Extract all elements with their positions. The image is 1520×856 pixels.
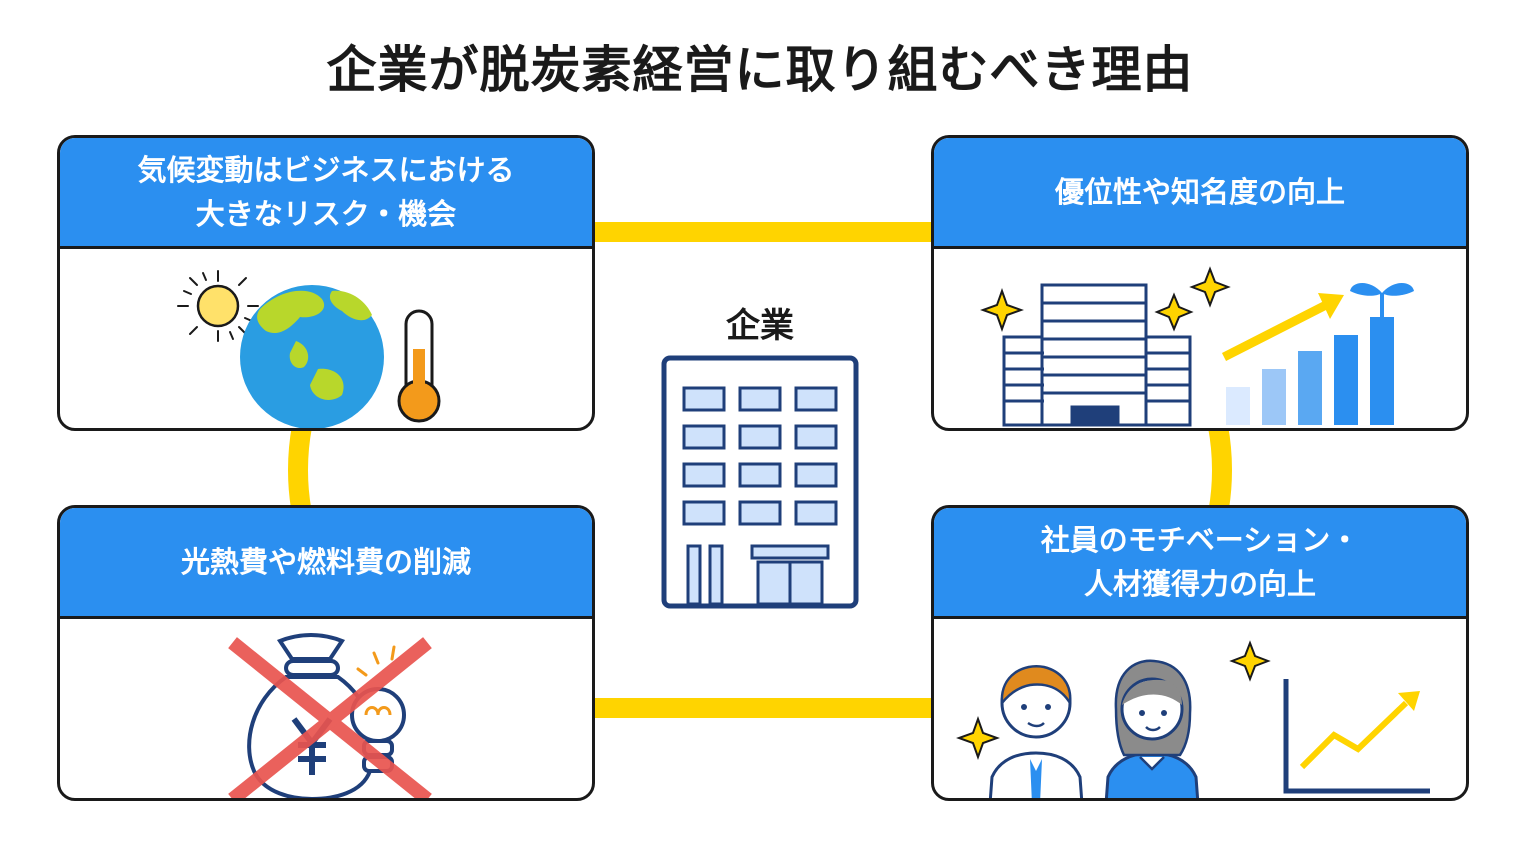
card-title-line2: 人材獲得力の向上 bbox=[1083, 567, 1316, 601]
card-title-line1: 優位性や知名度の向上 bbox=[1054, 175, 1345, 209]
sparkle-icon bbox=[956, 640, 1271, 760]
card-illustration bbox=[60, 249, 592, 428]
card-header: 優位性や知名度の向上 bbox=[934, 138, 1466, 249]
sparkle-icon bbox=[980, 266, 1231, 332]
card-illustration bbox=[934, 249, 1466, 428]
card-illustration bbox=[60, 619, 592, 798]
card-header: 気候変動はビジネスにおける 大きなリスク・機会 bbox=[60, 138, 592, 249]
bar-chart-growth-icon bbox=[1221, 293, 1394, 425]
sprout-icon bbox=[1350, 283, 1414, 317]
female-employee-icon bbox=[1104, 659, 1200, 798]
card-illustration bbox=[934, 619, 1466, 798]
card-title-line1: 気候変動はビジネスにおける bbox=[137, 153, 515, 187]
reason-card-cost-reduction: 光熱費や燃料費の削減 bbox=[57, 505, 595, 801]
male-employee-icon bbox=[988, 665, 1084, 798]
reason-card-brand-recognition: 優位性や知名度の向上 bbox=[931, 135, 1469, 431]
card-title-line1: 光熱費や燃料費の削減 bbox=[180, 545, 471, 579]
thermometer-icon bbox=[397, 309, 441, 423]
reason-card-climate-risk: 気候変動はビジネスにおける 大きなリスク・機会 bbox=[57, 135, 595, 431]
reason-card-employee-motivation: 社員のモチベーション・ 人材獲得力の向上 bbox=[931, 505, 1469, 801]
line-chart-up-icon bbox=[1283, 679, 1430, 794]
card-header: 社員のモチベーション・ 人材獲得力の向上 bbox=[934, 508, 1466, 619]
sun-icon bbox=[177, 270, 259, 342]
card-title-line2: 大きなリスク・機会 bbox=[195, 197, 457, 231]
earth-globe-icon bbox=[240, 285, 384, 428]
cross-mark-icon bbox=[228, 637, 432, 798]
page-title: 企業が脱炭素経営に取り組むべき理由 bbox=[326, 41, 1194, 99]
center-label: 企業 bbox=[726, 306, 794, 346]
office-building-icon bbox=[1002, 283, 1192, 427]
light-bulb-icon bbox=[350, 645, 406, 773]
card-title-line1: 社員のモチベーション・ bbox=[1040, 523, 1360, 557]
office-building-icon bbox=[661, 355, 859, 609]
card-header: 光熱費や燃料費の削減 bbox=[60, 508, 592, 619]
